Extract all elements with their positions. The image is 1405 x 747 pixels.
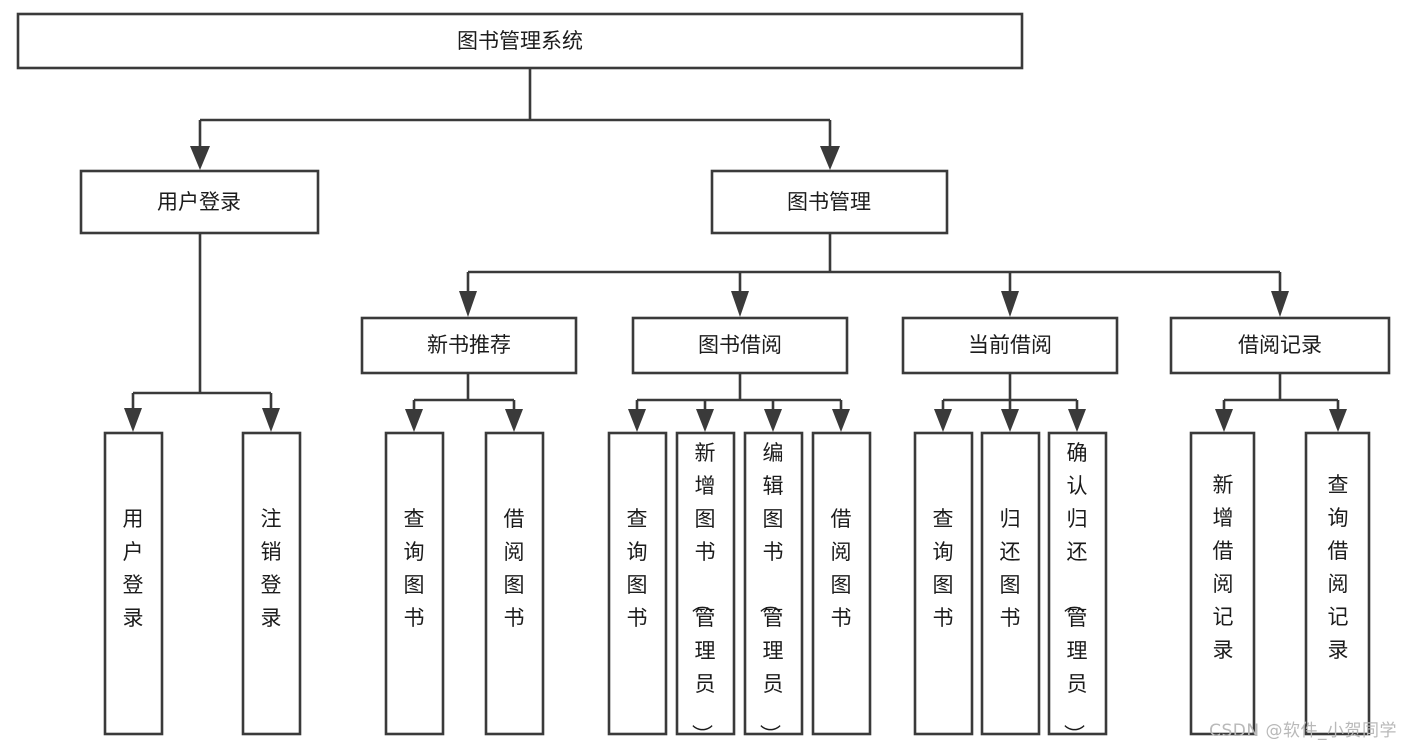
node-leaf-add-book[interactable]: 新增图书（管理员） (675, 431, 736, 745)
node-leaf-return-book[interactable]: 归还图书 (980, 431, 1041, 736)
node-leaf-edit-book-box[interactable] (743, 431, 804, 736)
node-leaf-borrow-book-2-label: 借阅图书 (831, 507, 852, 630)
node-new-book-recommend-label: 新书推荐 (427, 333, 511, 357)
node-book-borrow-label: 图书借阅 (698, 333, 782, 357)
node-current-borrow-box[interactable] (901, 316, 1119, 375)
node-book-management[interactable]: 图书管理 (710, 169, 949, 235)
node-leaf-borrow-book-2[interactable]: 借阅图书 (811, 431, 872, 736)
node-leaf-borrow-book-1-label: 借阅图书 (504, 507, 525, 630)
arrowhead-leaf-borrow-book-2 (832, 409, 850, 432)
node-leaf-confirm-return-label: 确认归还（管理员） (1062, 441, 1088, 745)
node-leaf-query-book-1[interactable]: 查询图书 (384, 431, 445, 736)
arrowhead-leaf-borrow-book-1 (505, 409, 523, 432)
node-user-login-box[interactable] (79, 169, 320, 235)
node-leaf-query-book-3[interactable]: 查询图书 (913, 431, 974, 736)
node-root-box[interactable] (16, 12, 1024, 70)
node-leaf-query-book-1-label: 查询图书 (404, 507, 425, 630)
node-leaf-return-book-box[interactable] (980, 431, 1041, 736)
node-root-label: 图书管理系统 (457, 29, 583, 53)
arrowhead-leaf-user-login (124, 408, 142, 432)
arrowhead-current-borrow (1001, 291, 1019, 317)
arrowhead-leaf-return-book (1001, 409, 1019, 432)
node-borrow-record[interactable]: 借阅记录 (1169, 316, 1391, 375)
node-leaf-add-book-label: 新增图书（管理员） (690, 441, 716, 745)
node-borrow-record-box[interactable] (1169, 316, 1391, 375)
connector-layer (124, 68, 1347, 432)
node-leaf-confirm-return-box[interactable] (1047, 431, 1108, 736)
node-leaf-user-logout-label: 注销登录 (261, 507, 282, 630)
arrowhead-leaf-query-book-3 (934, 409, 952, 432)
node-leaf-user-login[interactable]: 用户登录 (103, 431, 164, 736)
node-leaf-add-record-label: 新增借阅记录 (1213, 473, 1234, 662)
arrowhead-user-login (190, 146, 210, 170)
arrowhead-leaf-user-logout (262, 408, 280, 432)
node-current-borrow-label: 当前借阅 (968, 333, 1052, 357)
node-leaf-query-book-2-label: 查询图书 (627, 507, 648, 630)
node-leaf-borrow-book-1[interactable]: 借阅图书 (484, 431, 545, 736)
node-leaf-query-book-2[interactable]: 查询图书 (607, 431, 668, 736)
node-leaf-query-record-box[interactable] (1304, 431, 1371, 736)
node-leaf-query-record-label: 查询借阅记录 (1328, 473, 1349, 662)
node-user-login-label: 用户登录 (157, 190, 241, 214)
node-leaf-user-login-box[interactable] (103, 431, 164, 736)
node-new-book-recommend-box[interactable] (360, 316, 578, 375)
node-leaf-query-book-3-label: 查询图书 (933, 507, 954, 630)
node-book-borrow[interactable]: 图书借阅 (631, 316, 849, 375)
arrowhead-new-book-recommend (459, 291, 477, 317)
node-book-borrow-box[interactable] (631, 316, 849, 375)
node-current-borrow[interactable]: 当前借阅 (901, 316, 1119, 375)
arrowhead-book-management (820, 146, 840, 170)
arrowhead-borrow-record (1271, 291, 1289, 317)
node-user-login[interactable]: 用户登录 (79, 169, 320, 235)
node-book-management-box[interactable] (710, 169, 949, 235)
node-leaf-edit-book-label: 编辑图书（管理员） (758, 441, 784, 745)
node-leaf-user-login-label: 用户登录 (123, 507, 144, 630)
arrowhead-leaf-confirm-return (1068, 409, 1086, 432)
arrowhead-leaf-query-book-1 (405, 409, 423, 432)
node-leaf-query-book-1-box[interactable] (384, 431, 445, 736)
node-leaf-return-book-label: 归还图书 (1000, 507, 1021, 630)
arrowhead-leaf-query-book-2 (628, 409, 646, 432)
node-leaf-user-logout-box[interactable] (241, 431, 302, 736)
node-leaf-query-book-2-box[interactable] (607, 431, 668, 736)
node-leaf-add-record[interactable]: 新增借阅记录 (1189, 431, 1256, 736)
node-root[interactable]: 图书管理系统 (16, 12, 1024, 70)
node-leaf-query-record[interactable]: 查询借阅记录 (1304, 431, 1371, 736)
arrowhead-leaf-add-record (1215, 409, 1233, 432)
node-leaf-confirm-return[interactable]: 确认归还（管理员） (1047, 431, 1108, 745)
csdn-watermark: CSDN @软件_小贺同学 (1209, 721, 1397, 741)
node-leaf-borrow-book-1-box[interactable] (484, 431, 545, 736)
node-leaf-edit-book[interactable]: 编辑图书（管理员） (743, 431, 804, 745)
node-leaf-query-book-3-box[interactable] (913, 431, 974, 736)
arrowhead-leaf-query-record (1329, 409, 1347, 432)
node-new-book-recommend[interactable]: 新书推荐 (360, 316, 578, 375)
arrowhead-leaf-edit-book (764, 409, 782, 432)
node-leaf-user-logout[interactable]: 注销登录 (241, 431, 302, 736)
node-book-management-label: 图书管理 (787, 190, 871, 214)
node-leaf-add-book-box[interactable] (675, 431, 736, 736)
node-leaf-borrow-book-2-box[interactable] (811, 431, 872, 736)
node-leaf-add-record-box[interactable] (1189, 431, 1256, 736)
node-borrow-record-label: 借阅记录 (1238, 333, 1322, 357)
arrowhead-leaf-add-book (696, 409, 714, 432)
arrowhead-book-borrow (731, 291, 749, 317)
